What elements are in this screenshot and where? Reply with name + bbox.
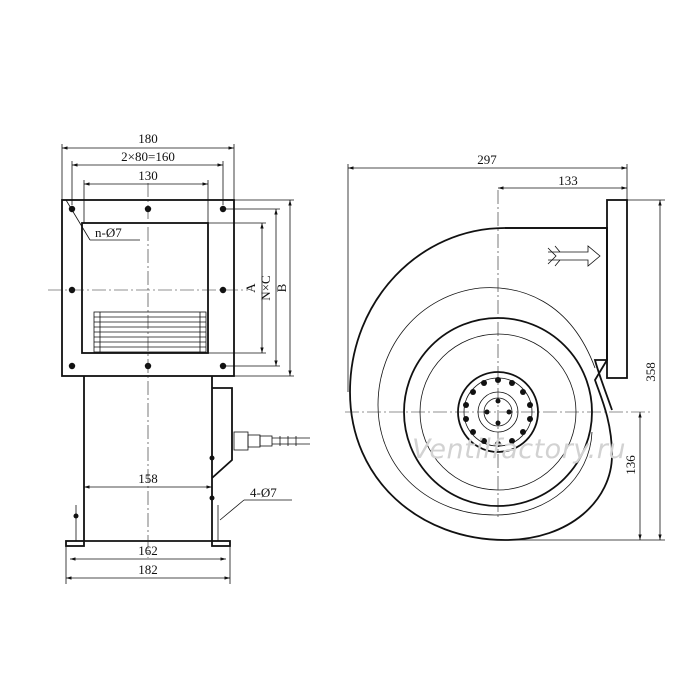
dim-inner-width: 130 [83,168,209,223]
dim-297: 297 [347,152,628,392]
dim-base-182: 182 [66,562,230,580]
dim-136: 136 [623,412,642,540]
front-view: 180 2×80=160 130 n-Ø7 [48,131,310,584]
svg-text:N×C: N×C [258,275,273,300]
outlet-opening [81,222,209,354]
watermark: Ventilfactory.ru [412,434,626,465]
dim-hole-pitch: 2×80=160 [71,149,224,205]
svg-text:2×80=160: 2×80=160 [121,149,175,164]
dim-holes-leader: n-Ø7 [65,199,140,241]
dim-total-width: 180 [61,131,235,200]
dim-358: 358 [505,199,665,541]
dim-vertical-abc: A N×C B [208,199,294,377]
impeller-blades [93,311,207,353]
svg-text:130: 130 [138,168,158,183]
svg-text:A: A [243,283,258,293]
dim-base-inner: 158 [84,471,212,489]
svg-text:182: 182 [138,562,158,577]
outlet-flange [606,199,628,379]
dim-base-162: 162 [65,543,231,584]
side-view: 297 133 358 136 [345,152,665,541]
base-feet [65,455,231,547]
svg-text:136: 136 [623,455,638,475]
svg-text:B: B [274,283,289,292]
svg-text:133: 133 [558,173,578,188]
flange-holes [68,205,227,370]
dim-base-holes-leader: 4-Ø7 [219,485,292,521]
svg-text:358: 358 [643,362,658,382]
svg-text:158: 158 [138,471,158,486]
svg-text:162: 162 [138,543,158,558]
scroll-housing [349,227,613,541]
svg-text:180: 180 [138,131,158,146]
cable-gland [233,431,310,451]
svg-text:297: 297 [477,152,497,167]
dim-133: 133 [498,173,627,190]
svg-text:4-Ø7: 4-Ø7 [250,485,277,500]
svg-text:n-Ø7: n-Ø7 [95,225,122,240]
